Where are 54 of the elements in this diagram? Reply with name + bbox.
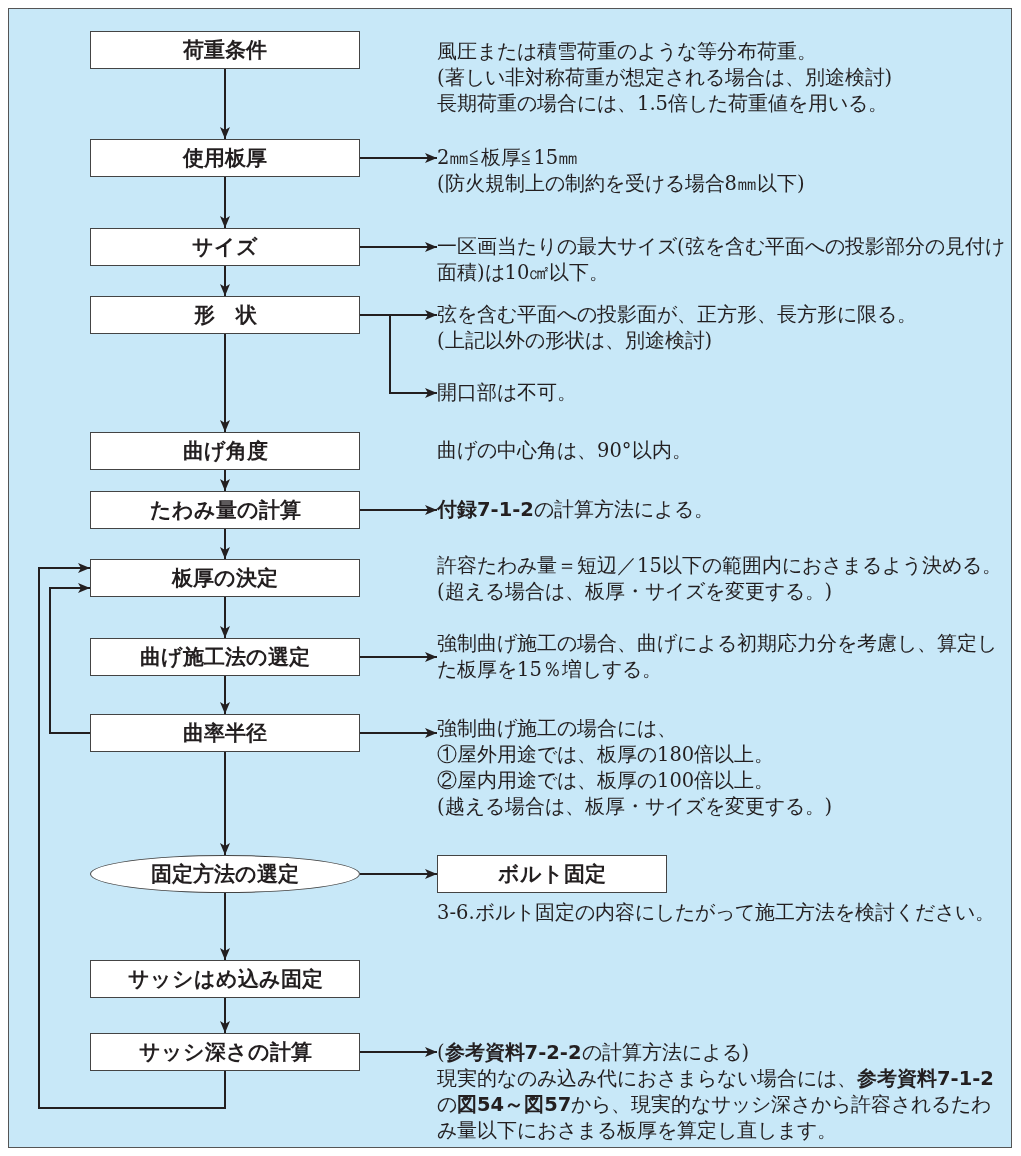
note-text: 長期荷重の場合には、1.5倍した荷重値を用いる。 <box>437 91 889 117</box>
process-box: たわみ量の計算 <box>90 491 360 529</box>
arrow <box>220 333 230 433</box>
arrow <box>359 869 438 879</box>
arrow <box>220 596 230 639</box>
note-text: 許容たわみ量＝短辺／15以下の範囲内におさまるよう決める。 <box>437 553 1003 579</box>
note-text: (参考資料7-2-2の計算方法による) <box>437 1040 751 1066</box>
arrow <box>220 751 230 856</box>
arrow <box>359 153 438 163</box>
arrow <box>220 469 230 492</box>
note-text: ①屋外用途では、板厚の180倍以上。 <box>437 742 776 768</box>
note-text: (上記以外の形状は、別途検討) <box>437 328 714 354</box>
arrow <box>359 652 438 662</box>
process-box: 形 状 <box>90 296 360 334</box>
arrow <box>359 505 438 515</box>
note-text: 2㎜≦板厚≦15㎜ <box>437 145 580 171</box>
arrow <box>220 528 230 560</box>
arrow <box>220 892 230 961</box>
arrow <box>359 1047 438 1057</box>
note-text: 曲げの中心角は、90°以内。 <box>437 438 693 464</box>
arrow <box>38 563 226 1109</box>
arrow <box>220 997 230 1034</box>
process-box: サッシ深さの計算 <box>90 1033 360 1071</box>
process-box: 曲率半径 <box>90 714 360 752</box>
process-box: サッシはめ込み固定 <box>90 960 360 998</box>
arrow <box>220 68 230 140</box>
arrow <box>359 728 438 738</box>
process-box: ボルト固定 <box>437 855 667 893</box>
note-text: (防火規制上の制約を受ける場合8㎜以下) <box>437 171 806 197</box>
note-text: (越える場合は、板厚・サイズを変更する。) <box>437 794 834 820</box>
note-text: 開口部は不可。 <box>437 380 578 406</box>
note-text: ②屋内用途では、板厚の100倍以上。 <box>437 768 776 794</box>
process-box: サイズ <box>90 228 360 266</box>
note-text: 付録7-1-2の計算方法による。 <box>437 497 715 523</box>
process-box: 曲げ施工法の選定 <box>90 638 360 676</box>
note-text: 風圧または積雪荷重のような等分布荷重。 <box>437 39 818 65</box>
process-box: 板厚の決定 <box>90 559 360 597</box>
process-box: 荷重条件 <box>90 31 360 69</box>
process-box: 曲げ角度 <box>90 432 360 470</box>
note-text: 3-6.ボルト固定の内容にしたがって施工方法を検討ください。 <box>437 900 996 926</box>
arrow <box>220 675 230 715</box>
note-text: 弦を含む平面への投影面が、正方形、長方形に限る。 <box>437 302 918 328</box>
arrow <box>49 583 91 734</box>
note-text: 強制曲げ施工の場合、曲げによる初期応力分を考慮し、算定した板厚を15％増しする。 <box>437 631 998 683</box>
note-text: 一区画当たりの最大サイズ(弦を含む平面への投影部分の見付け面積)は10㎠以下。 <box>437 234 1006 286</box>
arrow <box>359 242 438 252</box>
arrow <box>220 176 230 229</box>
arrow <box>220 265 230 297</box>
arrow <box>359 314 438 398</box>
process-box: 使用板厚 <box>90 139 360 177</box>
note-text: 強制曲げ施工の場合には、 <box>437 716 678 742</box>
note-text: 現実的なのみ込み代におさまらない場合には、参考資料7-1-2の図54～図57から、現実的なサッシ深さから許容されるたわみ量以下におさまる板厚を算定し直します。 <box>437 1066 995 1144</box>
note-text: (超える場合は、板厚・サイズを変更する。) <box>437 579 834 605</box>
note-text: (著しい非対称荷重が想定される場合は、別途検討) <box>437 65 894 91</box>
